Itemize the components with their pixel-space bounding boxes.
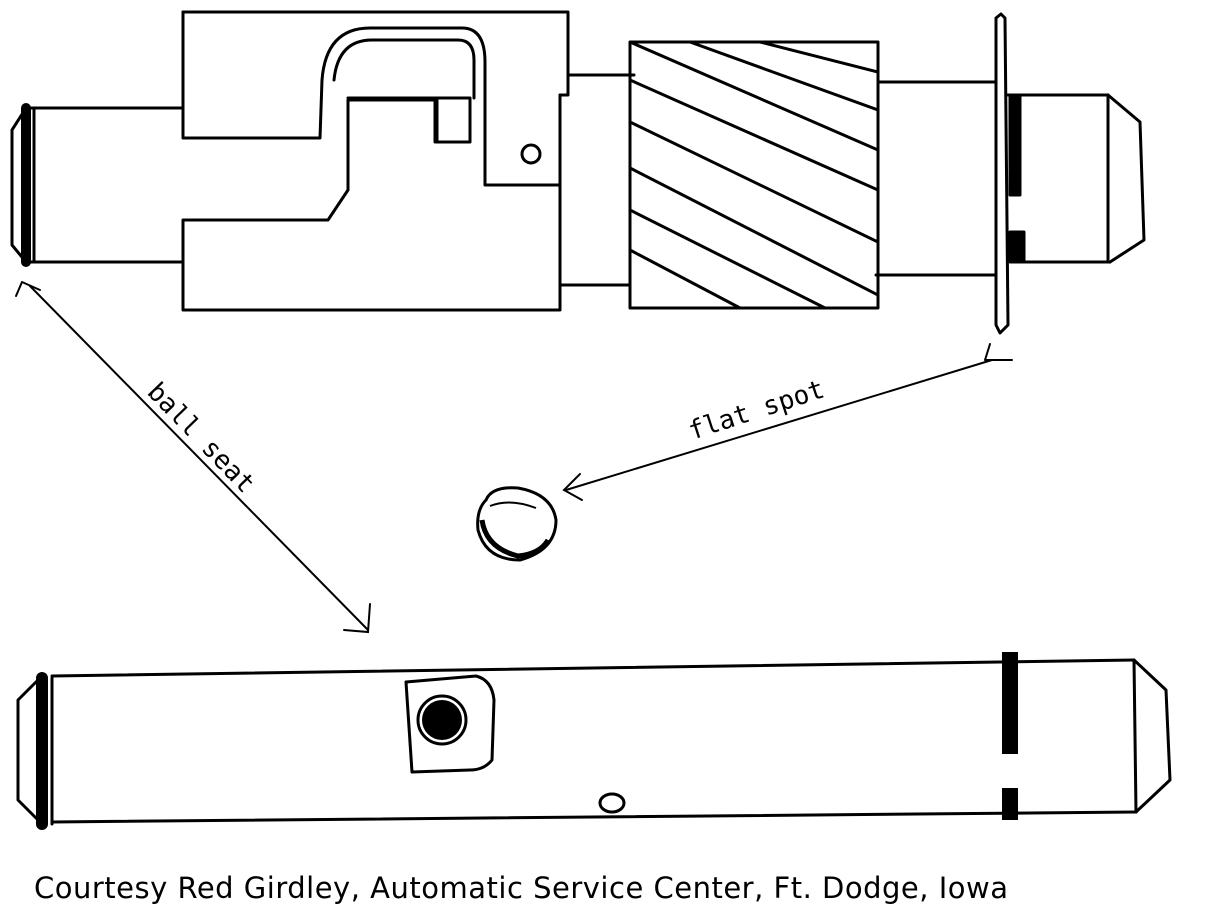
- credit-line: Courtesy Red Girdley, Automatic Service …: [34, 871, 1009, 905]
- ball-seat-label: ball seat: [141, 377, 260, 499]
- shaft-assembly: [10, 10, 1146, 335]
- flat-spot-leader: [562, 343, 1013, 501]
- ball-seat-arrowhead-icon: [343, 603, 371, 634]
- ball-seat-shaft: [16, 652, 1172, 830]
- ball-seat-leader: [15, 281, 371, 634]
- worm-gear: [628, 40, 880, 310]
- flat-spot-arrowhead-icon: [562, 473, 583, 501]
- ball: [476, 486, 558, 562]
- cam-hole-icon: [520, 143, 542, 165]
- right-shaft-end: [1018, 93, 1146, 264]
- ball-seat-pocket: [404, 674, 496, 774]
- flat-spot-label: flat spot: [685, 375, 828, 447]
- shaft-body: [24, 73, 997, 287]
- flange-plate: [994, 12, 1026, 335]
- small-hole-icon: [598, 792, 626, 814]
- cam-block: [181, 10, 570, 312]
- left-end-cap: [10, 103, 36, 267]
